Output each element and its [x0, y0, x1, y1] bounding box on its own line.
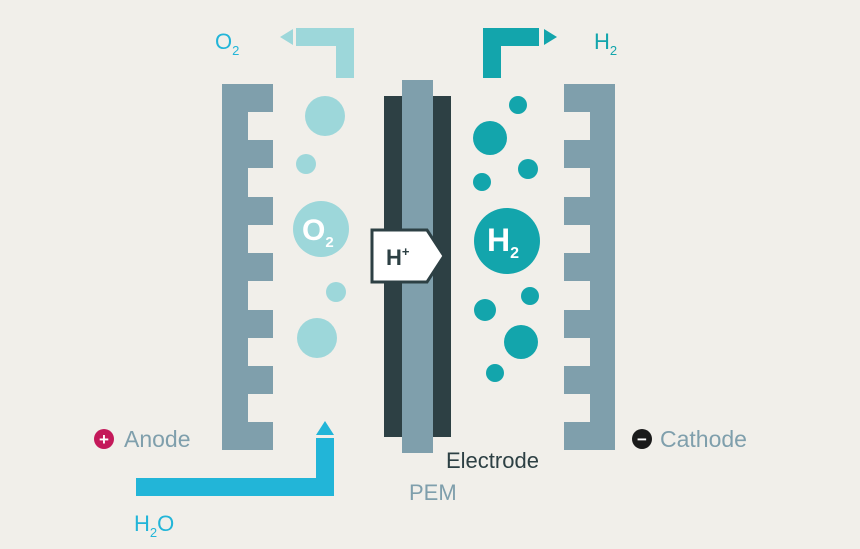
oxygen-bubbles: [293, 96, 349, 358]
cathode-plate: [564, 84, 615, 450]
h2-bubble-label: H2: [487, 222, 519, 262]
oxygen-bubble: [305, 96, 345, 136]
hydrogen-bubble-large: [474, 208, 540, 274]
hydrogen-bubble: [509, 96, 527, 114]
o2-output-arrow: [280, 28, 354, 78]
electrode-right: [433, 96, 451, 437]
hydrogen-bubble: [486, 364, 504, 382]
o2-bubble-label: O2: [302, 214, 334, 251]
cathode-sign: −: [637, 430, 647, 449]
hydrogen-bubble: [473, 173, 491, 191]
proton-arrow: [370, 228, 446, 284]
oxygen-bubble: [326, 282, 346, 302]
o2-output-label: O2: [215, 29, 239, 58]
anode-sign: +: [99, 430, 109, 449]
oxygen-bubble: [296, 154, 316, 174]
cathode-sign-icon: [632, 429, 652, 449]
electrode-label: Electrode: [446, 448, 539, 473]
cathode-label: Cathode: [660, 426, 747, 452]
proton-label: H+: [386, 244, 410, 270]
anode-plate: [222, 84, 273, 450]
hydrogen-bubble: [473, 121, 507, 155]
h2o-input-arrow: [136, 421, 334, 496]
hydrogen-bubble: [518, 159, 538, 179]
h2o-input-label: H2O: [134, 511, 174, 540]
hydrogen-bubble: [474, 299, 496, 321]
hydrogen-bubble: [504, 325, 538, 359]
h2-output-label: H2: [594, 29, 617, 58]
hydrogen-bubble: [521, 287, 539, 305]
oxygen-bubble: [297, 318, 337, 358]
oxygen-bubble-large: [293, 201, 349, 257]
anode-sign-icon: [94, 429, 114, 449]
pem-label: PEM: [409, 480, 457, 505]
anode-label: Anode: [124, 426, 191, 452]
h2-output-arrow: [483, 28, 557, 78]
hydrogen-bubbles: [473, 96, 540, 382]
